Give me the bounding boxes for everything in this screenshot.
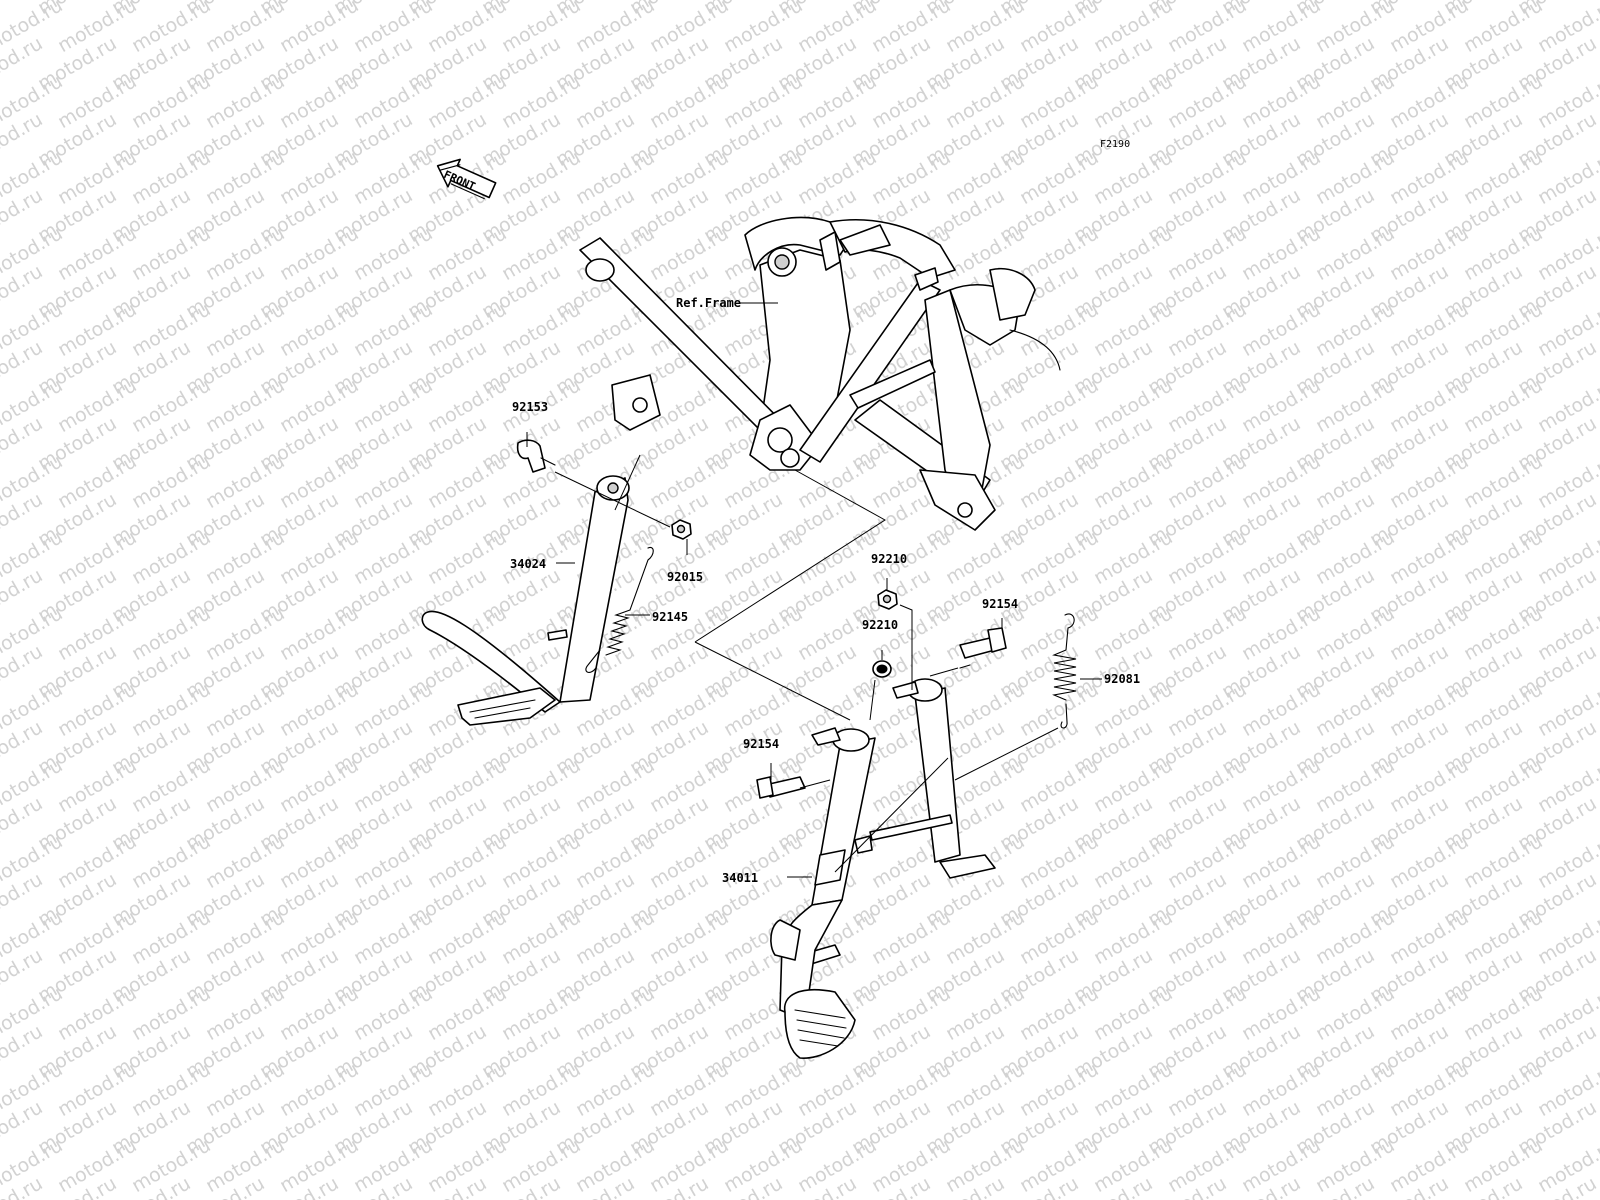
bolt-92154-upper	[959, 627, 1007, 669]
ref-frame-label: Ref.Frame	[676, 296, 742, 310]
part-label-92154-upper[interactable]: 92154	[982, 597, 1019, 611]
part-label-92154-lower[interactable]: 92154	[743, 737, 780, 751]
part-label-92081[interactable]: 92081	[1104, 672, 1141, 686]
part-label-92145[interactable]: 92145	[652, 610, 689, 624]
side-stand	[421, 439, 630, 726]
front-arrow-icon	[436, 158, 497, 200]
nut-92210-lower	[872, 660, 892, 678]
bolt-92154-lower	[756, 776, 806, 799]
part-label-34011[interactable]: 34011	[722, 871, 759, 885]
spring-92145	[585, 546, 654, 673]
leader-lines	[526, 302, 1102, 878]
part-label-34024[interactable]: 34024	[510, 557, 547, 571]
part-label-92153[interactable]: 92153	[512, 400, 549, 414]
part-label-92015[interactable]: 92015	[667, 570, 704, 584]
spring-92081	[1052, 613, 1077, 729]
nut-92210-upper	[877, 589, 898, 610]
nut-92015	[671, 519, 692, 540]
part-label-92210-upper[interactable]: 92210	[871, 552, 908, 566]
part-label-92210-lower[interactable]: 92210	[862, 618, 899, 632]
center-stand	[770, 678, 996, 1059]
figure-code: F2190	[1100, 139, 1131, 150]
frame-assembly	[579, 216, 1061, 531]
